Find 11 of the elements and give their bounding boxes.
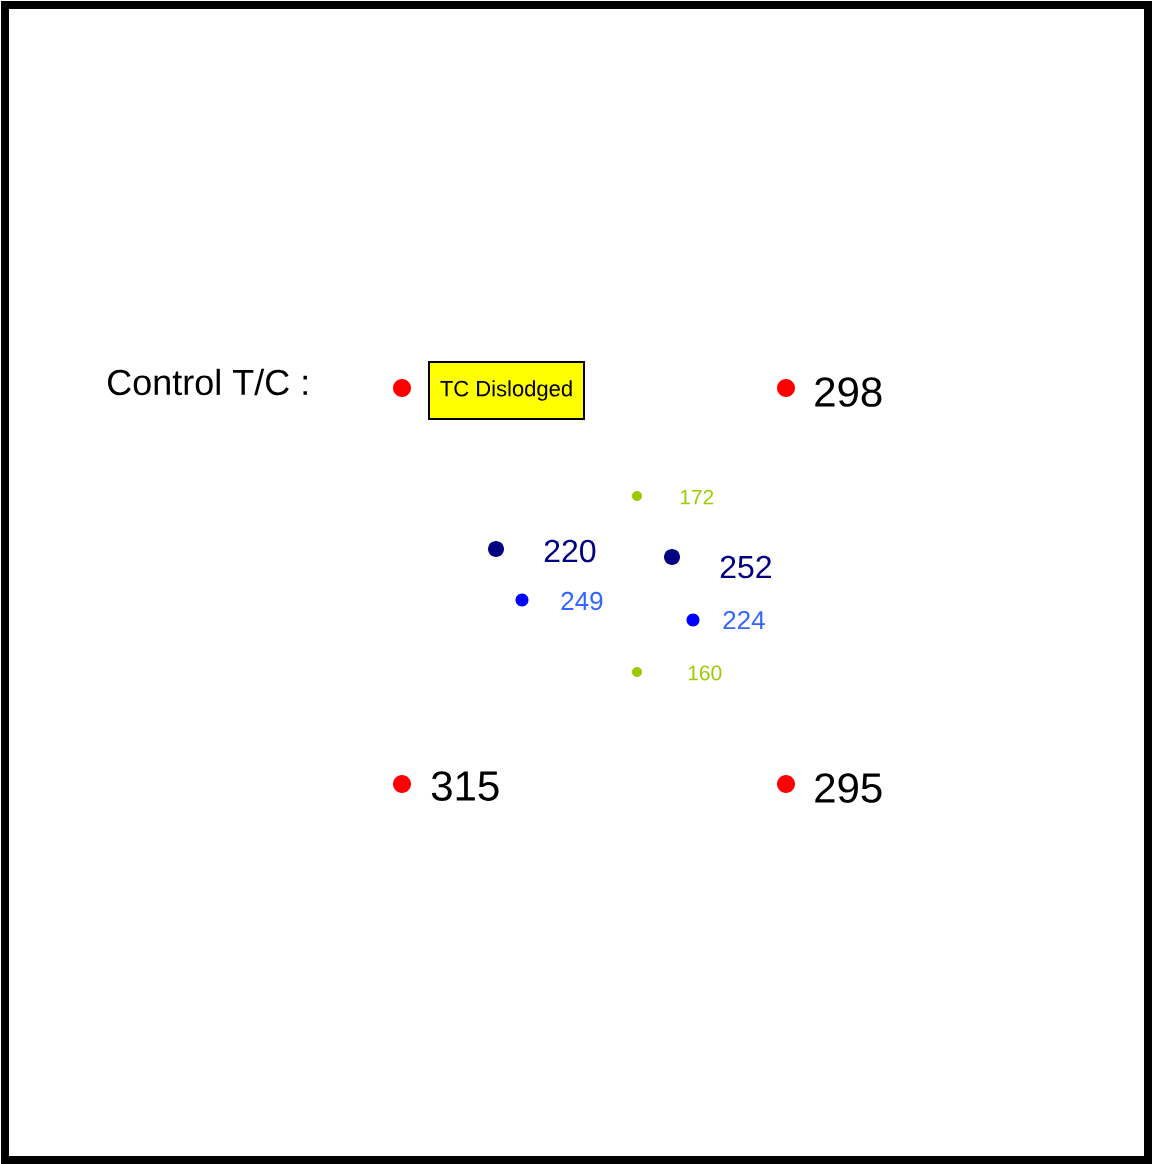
value-label: 315 xyxy=(431,771,499,801)
value-label: 172 xyxy=(680,489,714,505)
value-label: 249 xyxy=(561,591,603,611)
value-label: 298 xyxy=(815,377,882,407)
value-label: 220 xyxy=(544,539,596,563)
value-label: 252 xyxy=(720,555,771,579)
heading-label: Control T/C : xyxy=(108,368,307,396)
value-label: 224 xyxy=(723,610,765,630)
value-label: 160 xyxy=(688,665,722,681)
value-label: 295 xyxy=(815,773,882,803)
status-box: TC Dislodged xyxy=(428,361,585,420)
